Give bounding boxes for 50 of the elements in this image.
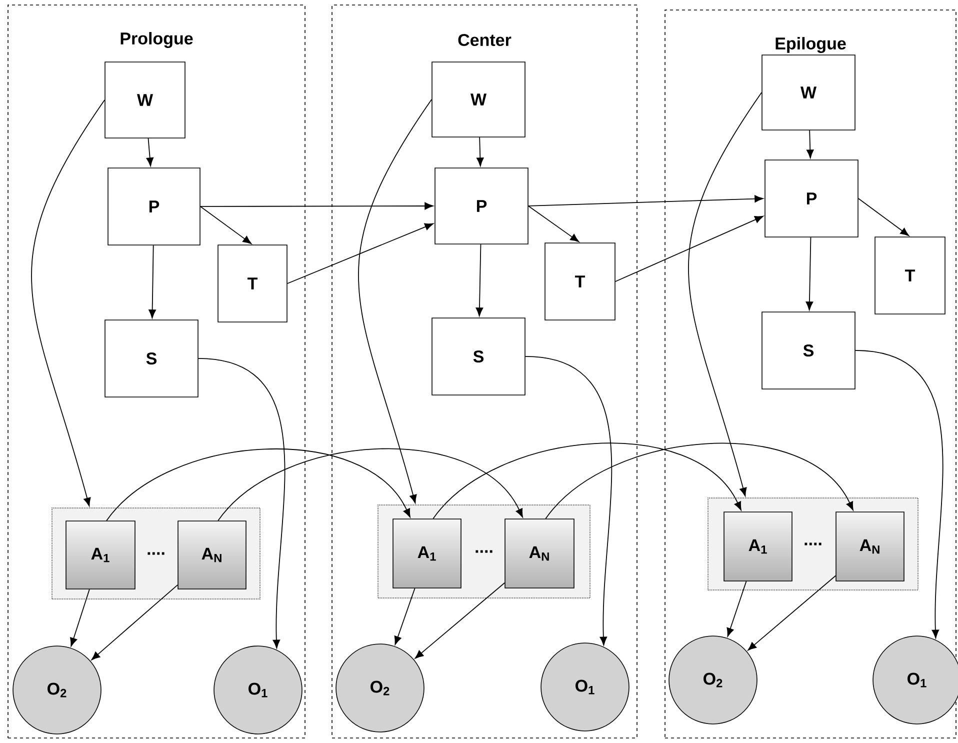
variable-box: P (434, 168, 528, 244)
arrow (218, 448, 523, 522)
variable-box: W (762, 54, 856, 130)
arrow (70, 588, 90, 647)
action-box: A$_{N}$ (178, 520, 246, 590)
arrow (528, 206, 580, 242)
arrow (146, 138, 154, 166)
arrow (545, 443, 854, 520)
action-box: A$_{1}$ (724, 512, 792, 582)
arrow (394, 588, 416, 645)
arrow (148, 244, 156, 318)
arrow (748, 575, 836, 651)
variable-box: T (874, 236, 946, 314)
arrow (432, 443, 742, 520)
action-box: A$_{N}$ (836, 512, 904, 582)
action-box: A$_{1}$ (392, 518, 462, 588)
arrow (524, 356, 612, 646)
variable-box: S (432, 318, 526, 396)
arrow (614, 216, 764, 282)
arrow (806, 130, 814, 158)
arrow (358, 99, 432, 504)
arrow (31, 100, 106, 506)
arrow (858, 198, 910, 236)
variable-box: W (432, 62, 526, 138)
action-box: A$_{N}$ (504, 518, 574, 588)
arrow (476, 244, 484, 316)
arrow (414, 582, 506, 659)
arrow (91, 584, 178, 660)
arrow (286, 223, 434, 284)
arrow (726, 580, 747, 637)
variable-box: P (764, 160, 858, 238)
panel-heading: Center (458, 34, 512, 46)
variable-box: S (762, 312, 856, 390)
panel-heading: Prologue (120, 32, 193, 48)
variable-box: S (104, 320, 198, 398)
variable-box: P (108, 168, 200, 246)
arrow (198, 358, 286, 648)
arrow (200, 202, 434, 210)
arrow (806, 236, 814, 310)
variable-box: T (544, 242, 616, 320)
panel-heading: Epilogue (776, 37, 846, 53)
arrow (528, 195, 764, 206)
action-box: A$_{1}$ (66, 520, 136, 590)
variable-box: T (218, 244, 288, 322)
arrow (106, 448, 410, 522)
arrow (200, 206, 252, 244)
arrow (476, 136, 484, 166)
arrow (688, 92, 762, 496)
variable-box: W (104, 62, 186, 138)
arrow (854, 350, 944, 638)
